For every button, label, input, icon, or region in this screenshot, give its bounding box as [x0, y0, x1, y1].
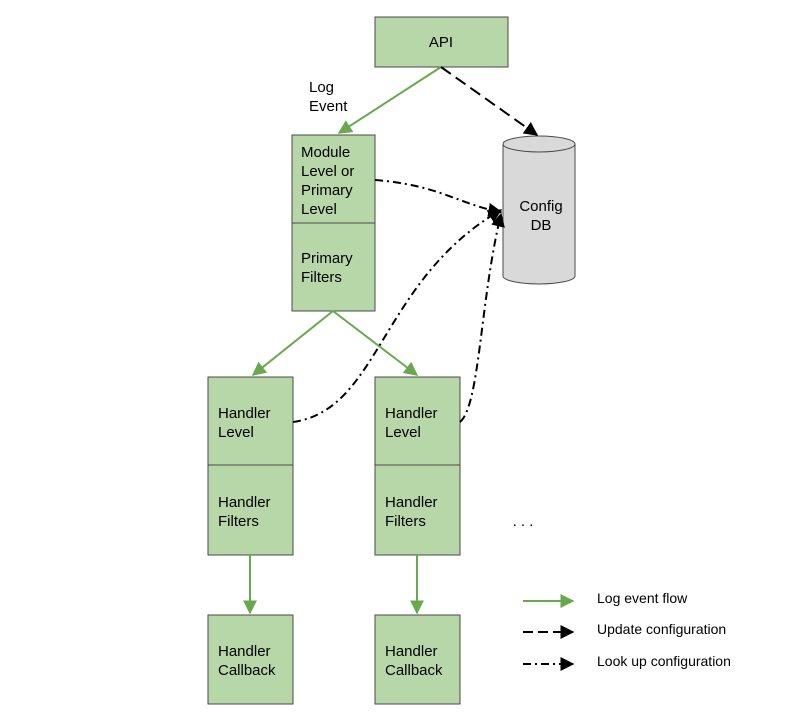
flow-arrow-api-to-module — [337, 66, 442, 134]
more-handlers-ellipsis: . . . — [513, 513, 534, 530]
config-db-line-2: DB — [531, 217, 552, 234]
handler-callback-1-line-1: Handler — [218, 643, 271, 660]
config-db-node: Config DB — [502, 135, 576, 285]
handler-callback-2-line-2: Callback — [385, 662, 443, 679]
handler-filters-1-line-2: Filters — [218, 513, 259, 530]
legend-flow-label: Log event flow — [597, 590, 688, 606]
handler-level-2-line-2: Level — [385, 424, 421, 441]
module-level-line-2: Level or — [301, 163, 354, 180]
flow-arrow-primary-to-handler-2 — [332, 310, 419, 376]
handler-callback-node-1: Handler Callback — [207, 614, 294, 705]
handler-filters-node-1: Handler Filters — [207, 464, 294, 556]
handler-callback-node-2: Handler Callback — [374, 614, 461, 705]
handler-level-node-1: Handler Level — [207, 376, 294, 466]
flow-arrow-primary-to-handler-1 — [251, 310, 334, 376]
handler-level-2-line-1: Handler — [385, 405, 438, 422]
handler-filters-2-line-1: Handler — [385, 494, 438, 511]
primary-filters-node: Primary Filters — [291, 222, 376, 312]
lookup-arrow-handler-1-to-config-db — [292, 209, 503, 423]
api-label: API — [429, 34, 453, 51]
update-arrow-api-to-config-db — [440, 66, 539, 136]
handler-level-1-line-2: Level — [218, 424, 254, 441]
handler-filters-2-line-2: Filters — [385, 513, 426, 530]
handler-level-1-line-1: Handler — [218, 405, 271, 422]
module-level-line-4: Level — [301, 201, 337, 218]
handler-callback-1-line-2: Callback — [218, 662, 276, 679]
primary-filters-line-2: Filters — [301, 269, 342, 286]
primary-filters-line-1: Primary — [301, 250, 353, 267]
module-level-node: Module Level or Primary Level — [291, 134, 376, 224]
legend-lookup-label: Look up configuration — [597, 653, 731, 669]
log-event-label-line-1: Log — [309, 79, 334, 96]
config-db-line-1: Config — [519, 198, 562, 215]
legend-update-label: Update configuration — [597, 621, 726, 637]
legend: Log event flow Update configuration Look… — [523, 590, 731, 671]
handler-filters-1-line-1: Handler — [218, 494, 271, 511]
module-level-line-3: Primary — [301, 182, 353, 199]
handler-callback-2-line-1: Handler — [385, 643, 438, 660]
log-event-label-line-2: Event — [309, 98, 348, 115]
module-level-line-1: Module — [301, 144, 350, 161]
handler-filters-node-2: Handler Filters — [374, 464, 461, 556]
lookup-arrow-handler-2-to-config-db — [459, 212, 505, 423]
api-node: API — [374, 16, 509, 68]
handler-level-node-2: Handler Level — [374, 376, 461, 466]
lookup-arrow-module-to-config-db — [374, 179, 503, 217]
